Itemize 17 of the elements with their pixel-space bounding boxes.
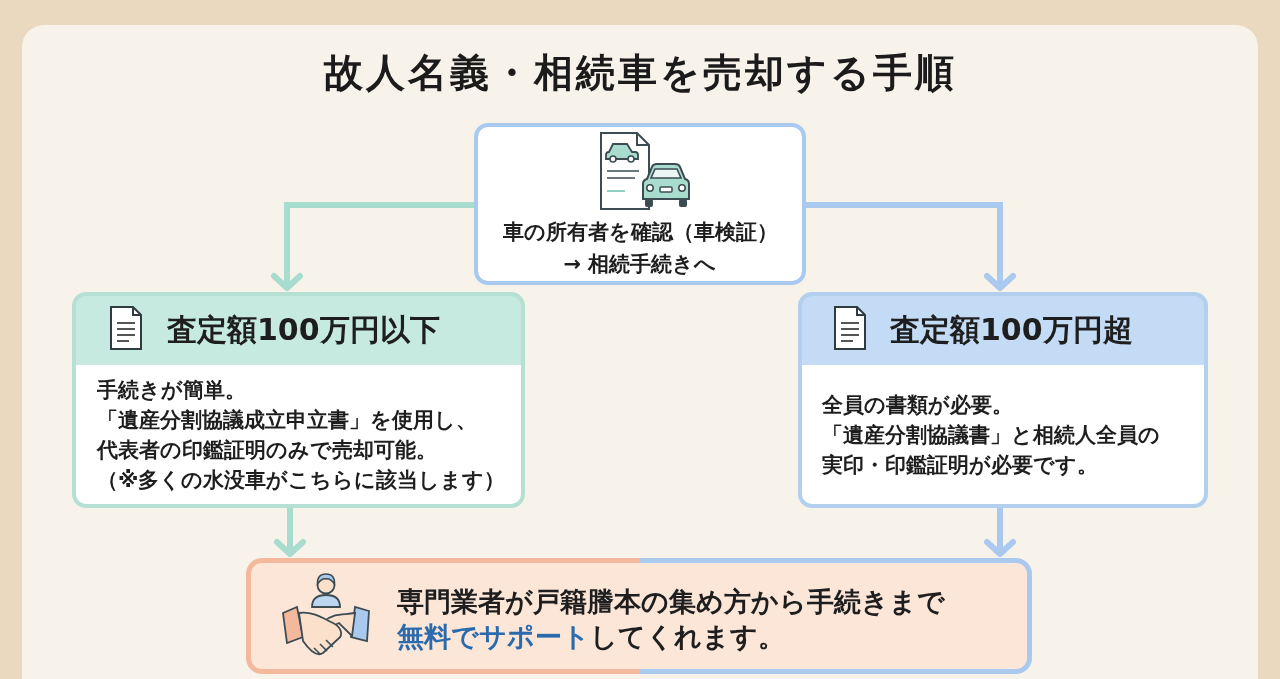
category-card — [798, 292, 1208, 508]
body-text: 手続きが簡単。 — [97, 376, 246, 404]
card-heading: 査定額100万円超 — [890, 311, 1133, 349]
card-heading: 査定額100万円以下 — [167, 311, 440, 349]
diagram-title: 故人名義・相続車を売却する手順 — [323, 49, 957, 97]
arrow — [271, 202, 474, 291]
arrow — [806, 202, 1016, 291]
category-card — [72, 292, 525, 508]
process-box — [474, 123, 806, 285]
body-text: （※多くの水没車がこちらに該当します） — [97, 466, 506, 494]
support-text: 専門業者が戸籍謄本の集め方から手続きまで無料でサポートしてくれます。 — [397, 585, 946, 654]
body-text: 全員の書類が必要。 — [822, 391, 1013, 419]
body-text: 「遺産分割協議成立申立書」を使用し、代表者の印鑑証明のみで売却可能。 — [97, 406, 478, 464]
arrow — [984, 508, 1016, 557]
arrow — [274, 508, 306, 557]
step-text: 車の所有者を確認（車検証）→ 相続手続きへ — [501, 219, 779, 278]
body-text: 「遺産分割協議書」と相続人全員の実印・印鑑証明が必要です。 — [822, 421, 1161, 479]
